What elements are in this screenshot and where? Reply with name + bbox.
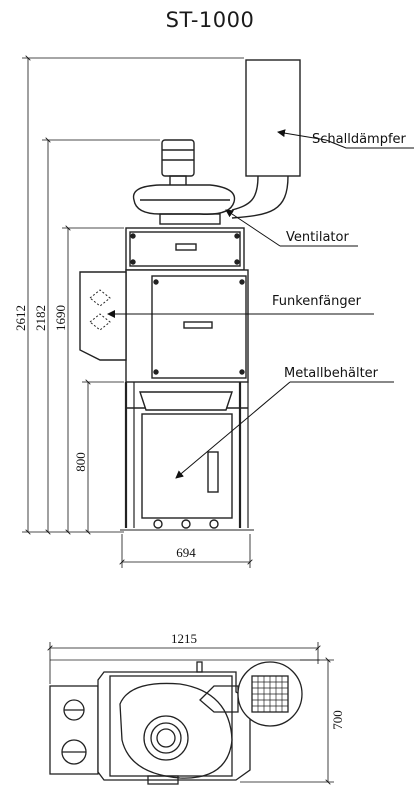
label-fan: Ventilator <box>286 230 349 245</box>
callout-texts: Schalldämpfer Ventilator Funkenfänger Me… <box>272 132 407 381</box>
metal-container-box <box>141 413 233 519</box>
label-spark-arrester: Funkenfänger <box>272 294 362 309</box>
dim-2612: 2612 <box>13 305 28 331</box>
top-fan-inlet <box>143 715 189 761</box>
dim-2182: 2182 <box>33 305 48 331</box>
dim-700: 700 <box>330 710 345 730</box>
motor <box>161 139 195 177</box>
duct <box>231 175 289 219</box>
dim-694: 694 <box>176 545 196 560</box>
top-dimensions <box>50 642 334 782</box>
top-fan-volute <box>119 682 233 779</box>
label-silencer: Schalldämpfer <box>312 132 407 147</box>
top-silencer-grid <box>237 661 303 727</box>
model-title: ST-1000 <box>165 8 255 32</box>
silencer-box <box>245 59 301 177</box>
filter-body <box>125 269 249 383</box>
top-dimension-texts: 1215 700 <box>171 631 345 730</box>
top-view <box>49 659 320 785</box>
label-metal-container: Metallbehälter <box>284 366 379 381</box>
dim-800: 800 <box>73 452 88 472</box>
top-spark-box <box>49 685 99 775</box>
dim-1690: 1690 <box>53 305 68 331</box>
dim-1215: 1215 <box>171 631 197 646</box>
filter-top <box>125 227 245 271</box>
front-view <box>79 59 301 531</box>
front-dimension-texts: 2612 2182 1690 800 694 <box>13 305 196 560</box>
hopper <box>139 391 233 411</box>
callouts <box>107 129 414 479</box>
front-dimensions <box>22 58 250 568</box>
